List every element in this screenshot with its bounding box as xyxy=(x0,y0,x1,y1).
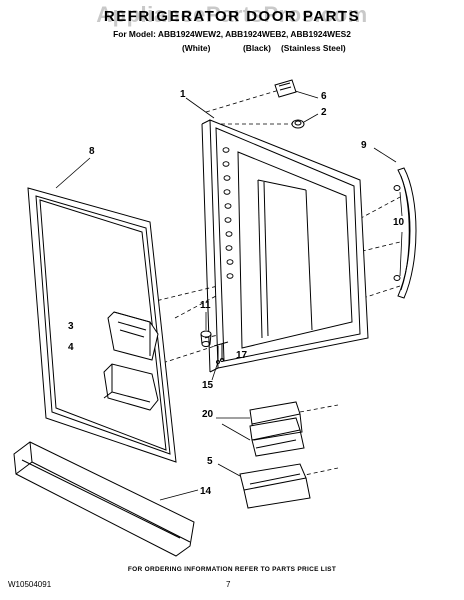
callout-14: 14 xyxy=(200,486,212,497)
door-bin-supports xyxy=(222,147,234,279)
callout-6: 6 xyxy=(321,91,327,102)
callout-4: 4 xyxy=(68,342,74,353)
callout-11: 11 xyxy=(200,300,211,311)
variant-black: (Black) xyxy=(243,43,271,53)
callout-1: 1 xyxy=(180,89,186,100)
callout-15: 15 xyxy=(202,380,214,391)
callout-8: 8 xyxy=(89,146,95,157)
part-3-dairy-door xyxy=(107,311,159,361)
part-20-door-bins xyxy=(249,401,305,457)
part-15-17-door-stop xyxy=(213,341,229,364)
part-5-door-bin xyxy=(239,463,311,509)
part-8-gasket xyxy=(27,187,177,463)
part-6-label-plate xyxy=(274,79,297,98)
callout-20: 20 xyxy=(202,409,214,420)
page-number: 7 xyxy=(226,580,231,589)
part-1-door xyxy=(201,119,369,373)
model-line: For Model: ABB1924WEW2, ABB1924WEB2, ABB… xyxy=(113,29,351,39)
part-2-screw xyxy=(291,119,305,129)
ordering-note: FOR ORDERING INFORMATION REFER TO PARTS … xyxy=(127,566,337,573)
part-10-screws xyxy=(393,185,401,281)
page-title: REFRIGERATOR DOOR PARTS xyxy=(103,8,361,25)
callout-5: 5 xyxy=(207,456,213,467)
part-11-bushing xyxy=(200,330,212,347)
part-4-dairy-bin xyxy=(103,363,159,411)
part-9-handle xyxy=(397,167,417,299)
variant-white: (White) xyxy=(182,43,211,53)
callout-3: 3 xyxy=(68,321,74,332)
callout-2: 2 xyxy=(321,107,327,118)
document-number: W10504091 xyxy=(8,580,52,589)
watermark: AppliancePartsPros.com xyxy=(96,2,368,27)
callout-9: 9 xyxy=(361,140,367,151)
callout-17: 17 xyxy=(236,350,248,361)
part-14-door-shelf xyxy=(13,441,195,557)
variant-stainless: (Stainless Steel) xyxy=(281,43,346,53)
callout-10: 10 xyxy=(393,217,405,228)
